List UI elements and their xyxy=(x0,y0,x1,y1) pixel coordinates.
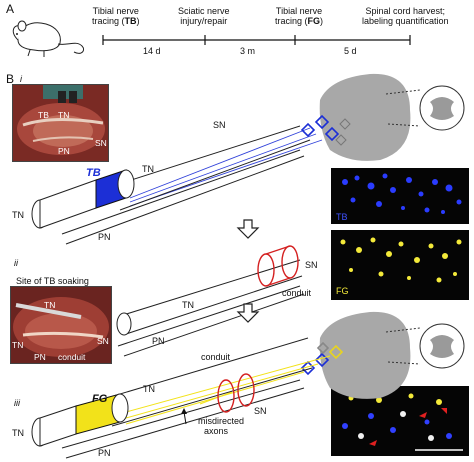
photo2-tn2-label: TN xyxy=(12,340,24,350)
row3-tn2-label: TN xyxy=(12,428,24,438)
photo2-pn-label: PN xyxy=(34,352,46,362)
row2-sn-label: SN xyxy=(305,260,318,270)
micrograph-fg xyxy=(331,230,469,300)
interval-14d: 14 d xyxy=(143,46,161,56)
surgical-photo-1 xyxy=(12,84,109,162)
micrograph-fg-label: FG xyxy=(336,286,349,296)
mouse-illustration xyxy=(12,20,85,57)
row3-pn-label: PN xyxy=(98,448,111,458)
surgical-photo-2 xyxy=(10,286,112,364)
event-harvest: Spinal cord harvest; labeling quantifica… xyxy=(362,6,449,26)
misdirected-label-2: axons xyxy=(204,426,229,436)
photo2-conduit-label: conduit xyxy=(58,352,86,362)
interval-5d: 5 d xyxy=(344,46,357,56)
row3-fg-label: FG xyxy=(92,393,108,405)
photo1-tn-label: TN xyxy=(58,110,70,120)
row3-tn-label: TN xyxy=(143,384,155,394)
row-ii-label: ii xyxy=(14,258,18,268)
event-tibial-tracing-fg: Tibial nerve tracing (FG) xyxy=(275,6,324,26)
interval-3m: 3 m xyxy=(240,46,256,56)
photo1-tb-label: TB xyxy=(38,110,49,120)
micrograph-tb-label: TB xyxy=(336,212,348,222)
row1-sn-label: SN xyxy=(213,120,226,130)
photo2-tn-label: TN xyxy=(44,300,56,310)
timeline xyxy=(102,35,411,45)
panel-a-letter: A xyxy=(6,2,15,16)
event-sciatic-injury: Sciatic nerve injury/repair xyxy=(178,6,230,26)
photo2-sn-label: SN xyxy=(97,336,109,346)
misdirected-label-1: misdirected xyxy=(198,416,245,426)
photo1-pn-label: PN xyxy=(58,146,70,156)
event-tibial-tracing-tb: Tibial nerve tracing (TB) xyxy=(92,6,140,26)
row1-pn-label: PN xyxy=(98,232,111,242)
row-iii-label: iii xyxy=(14,398,20,408)
row1-tn2-label: TN xyxy=(12,210,24,220)
schematic-drawing xyxy=(31,73,465,459)
site-of-tb-soaking: Site of TB soaking xyxy=(16,276,89,286)
panel-b-letter: B xyxy=(6,72,15,86)
micrograph-tb xyxy=(331,168,469,224)
row2-pn-label: PN xyxy=(152,336,165,346)
row-i-label: i xyxy=(20,74,22,84)
row3-sn-label: SN xyxy=(254,406,267,416)
micrograph-merged xyxy=(331,386,469,456)
row3-conduit-label: conduit xyxy=(201,352,231,362)
row1-tb-label: TB xyxy=(86,167,101,179)
row2-conduit-label: conduit xyxy=(282,288,312,298)
row1-tn-label: TN xyxy=(142,164,154,174)
photo1-sn-label: SN xyxy=(95,138,107,148)
row2-tn-label: TN xyxy=(182,300,194,310)
